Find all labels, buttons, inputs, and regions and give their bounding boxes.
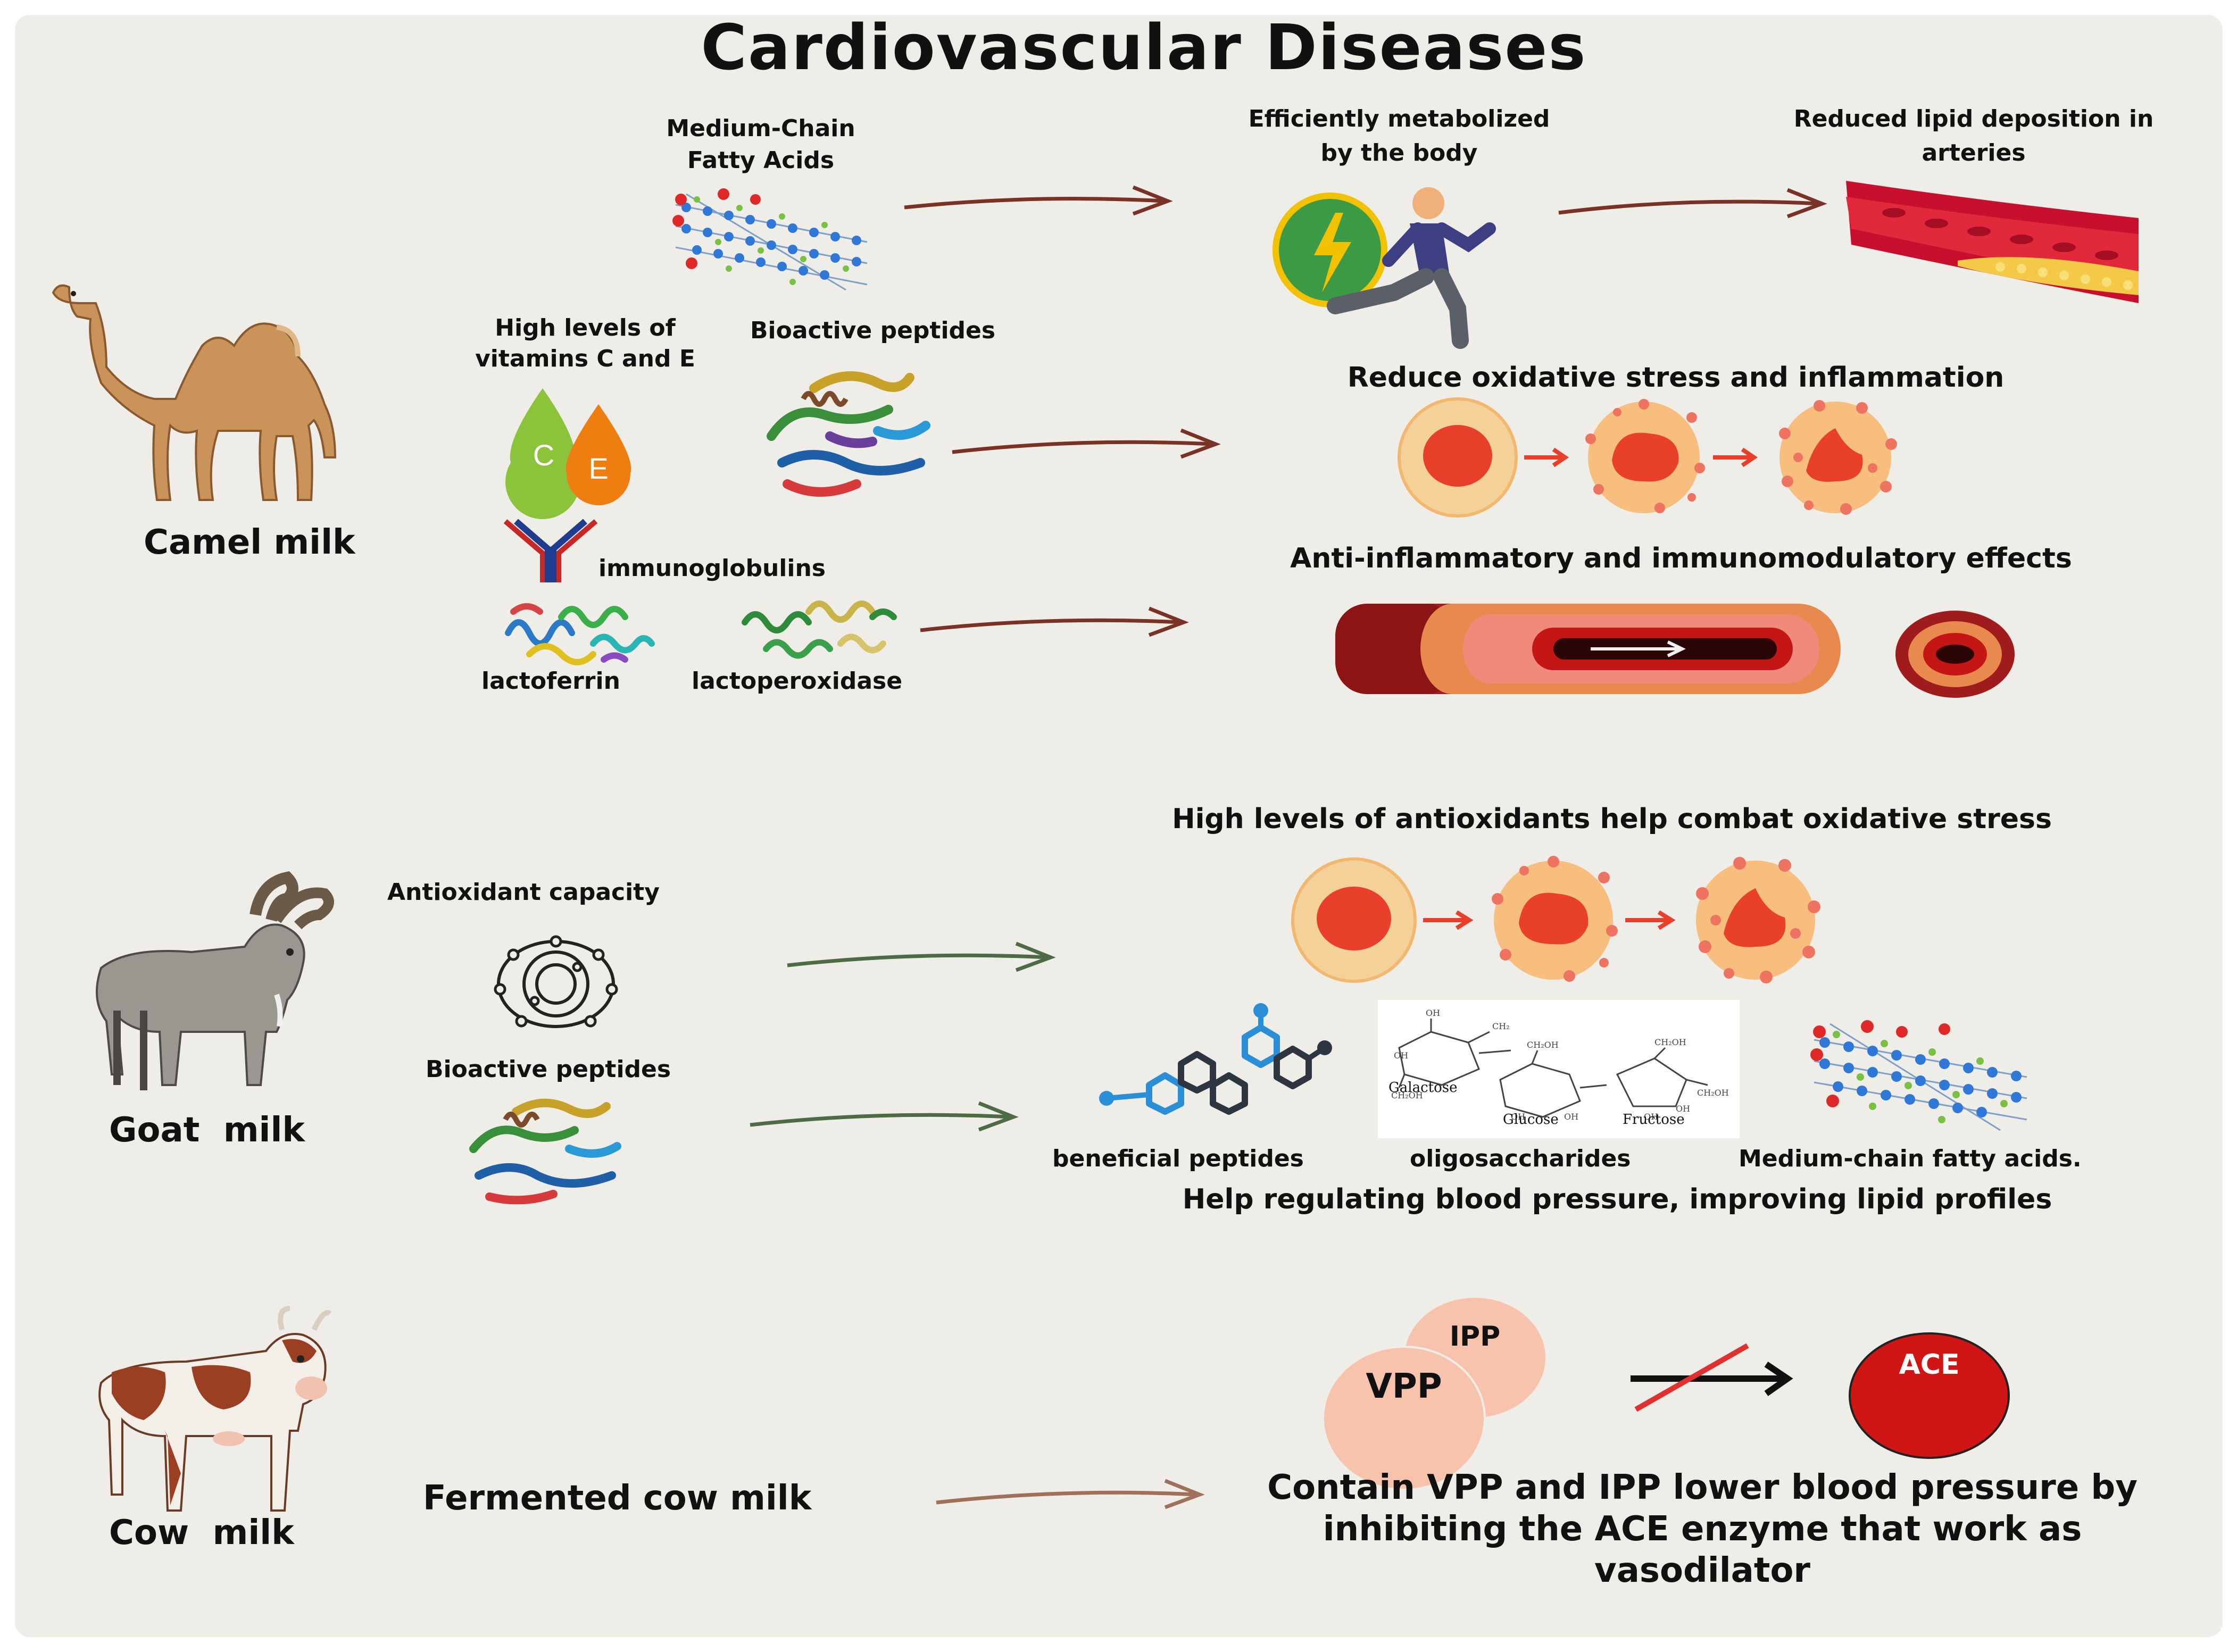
camel-mcfa-label: Medium-Chain Fatty Acids	[612, 113, 910, 177]
lactoferrin-structure-icon	[505, 603, 655, 665]
camel-cell-stress-sequence	[1398, 397, 1897, 518]
vitamin-drops-icon: C E	[505, 388, 631, 520]
svg-text:CH₂OH: CH₂OH	[1391, 1090, 1423, 1100]
healthy-cell-icon	[1398, 397, 1518, 518]
svg-text:CH₂OH: CH₂OH	[1654, 1037, 1686, 1047]
camel-lactoferrin-label: lactoferrin	[481, 668, 620, 695]
damaged-cell-icon	[1779, 400, 1897, 515]
arrow-proteins-to-anti-inflammatory	[920, 606, 1189, 637]
cow-effect-label: Contain VPP and IPP lower blood pressure…	[1218, 1467, 2186, 1591]
goat-milk-label: Goat milk	[109, 1111, 305, 1150]
vpp-peptide-circle	[1322, 1346, 1486, 1491]
vpp-peptide-label: VPP	[1366, 1367, 1442, 1406]
goat-bioactive-peptides-label: Bioactive peptides	[426, 1056, 671, 1083]
goat-icon	[96, 871, 334, 1090]
camel-lipid-label: Reduced lipid deposition in arteries	[1724, 102, 2224, 170]
camel-vitamins-line1: High levels of	[495, 314, 676, 341]
fatty-acid-molecule-icon	[672, 188, 868, 291]
blood-vessel-icon	[1335, 604, 1841, 694]
cow-icon	[98, 1306, 332, 1512]
camel-metabolized-label: Efficiently metabolized by the body	[1170, 102, 1628, 170]
goat-protein-structure-icon	[469, 1098, 621, 1205]
goat-antioxidant-capacity-label: Antioxidant capacity	[387, 879, 660, 906]
oligosaccharide-structure-icon: OH CH₂ CH₂OH CH₂OH CH₂OH CH₂OH OH OH OH OH OH	[1391, 1008, 1729, 1122]
arrow-metabolized-to-lipid	[1558, 188, 1827, 219]
ace-enzyme-circle	[1849, 1332, 2010, 1459]
cow-fermented-label: Fermented cow milk	[423, 1479, 812, 1518]
svg-text:OH: OH	[1394, 1050, 1408, 1061]
camel-metabolized-line1: Efficiently metabolized	[1248, 105, 1550, 132]
sugar-label-fructose: Fructose	[1623, 1112, 1685, 1128]
figure-title: Cardiovascular Diseases	[701, 11, 1587, 84]
camel-metabolized-line2: by the body	[1320, 139, 1478, 166]
cow-effect-line1: Contain VPP and IPP lower blood pressure…	[1267, 1468, 2138, 1507]
figure-background	[15, 15, 2223, 1637]
antioxidant-atom-icon	[494, 935, 618, 1028]
svg-text:CH₂: CH₂	[1492, 1021, 1510, 1031]
cow-effect-line2: inhibiting the ACE enzyme that work as	[1323, 1509, 2082, 1549]
goat-antioxidants-effect-label: High levels of antioxidants help combat …	[1172, 803, 2052, 835]
protein-structure-icon	[767, 371, 930, 497]
camel-mcfa-label-line1: Medium-Chain	[666, 115, 855, 142]
sugar-label-galactose: Galactose	[1388, 1080, 1458, 1096]
arrow-peptides-to-regulating	[750, 1101, 1019, 1132]
ipp-peptide-label: IPP	[1449, 1321, 1501, 1353]
vitamin-c-letter: C	[533, 438, 554, 472]
camel-mcfa-label-line2: Fatty Acids	[687, 147, 835, 174]
vitamin-e-letter: E	[588, 452, 608, 485]
cow-milk-label: Cow milk	[109, 1513, 294, 1553]
camel-immunoglobulins-label: immunoglobulins	[598, 555, 826, 582]
artery-plaque-icon	[1846, 181, 2139, 303]
camel-lipid-line1: Reduced lipid deposition in	[1793, 105, 2154, 132]
ace-enzyme-label: ACE	[1899, 1349, 1960, 1381]
svg-text:CH₂OH: CH₂OH	[1697, 1088, 1729, 1098]
antibody-icon	[503, 519, 598, 582]
camel-bioactive-peptides-label: Bioactive peptides	[750, 317, 996, 344]
goat-healthy-cell-icon	[1291, 857, 1417, 983]
arrow-peptides-to-oxidative	[952, 428, 1221, 459]
lactoperoxidase-structure-icon	[742, 600, 897, 659]
goat-stressed-cell-icon	[1492, 856, 1618, 982]
inhibition-arrow-icon	[1631, 1343, 1793, 1412]
arrow-antioxidant-to-effect	[787, 941, 1056, 972]
camel-anti-inflammatory-label: Anti-inflammatory and immunomodulatory e…	[1290, 543, 2072, 574]
goat-cell-stress-sequence	[1291, 856, 1820, 983]
goat-beneficial-peptides-label: beneficial peptides	[1052, 1145, 1304, 1172]
svg-text:OH: OH	[1644, 1112, 1658, 1122]
camel-lactoperoxidase-label: lactoperoxidase	[692, 668, 903, 695]
camel-icon	[52, 284, 337, 501]
svg-text:OH: OH	[1676, 1104, 1690, 1114]
stressed-cell-icon	[1585, 399, 1705, 513]
svg-text:OH: OH	[1426, 1008, 1440, 1018]
goat-mcfa-label: Medium-chain fatty acids.	[1739, 1145, 2082, 1172]
camel-milk-label: Camel milk	[144, 523, 355, 562]
svg-text:OH: OH	[1564, 1112, 1578, 1122]
camel-vitamins-label: High levels of vitamins C and E	[447, 313, 724, 374]
camel-oxidative-label: Reduce oxidative stress and inflammation	[1347, 362, 2005, 394]
vessel-cross-section-icon	[1895, 611, 2015, 698]
sugar-label-glucose: Glucose	[1503, 1112, 1559, 1128]
arrow-fermented-to-effect	[936, 1479, 1205, 1509]
arrow-mcfa-to-metabolized	[904, 185, 1173, 216]
oligosaccharide-structure-panel: OH CH₂ CH₂OH CH₂OH CH₂OH CH₂OH OH OH OH OH OH G…	[1378, 1000, 1740, 1138]
camel-lipid-line2: arteries	[1922, 139, 2026, 166]
cow-effect-line3: vasodilator	[1594, 1551, 1810, 1590]
svg-text:OH: OH	[1511, 1112, 1525, 1122]
goat-regulating-label: Help regulating blood pressure, improvin…	[1182, 1183, 2052, 1215]
running-person-energy-icon	[1273, 187, 1496, 349]
svg-text:CH₂OH: CH₂OH	[1527, 1040, 1559, 1050]
camel-vitamins-line2: vitamins C and E	[475, 345, 695, 372]
beneficial-peptides-molecule-icon	[1099, 1003, 1332, 1115]
goat-oligosaccharides-label: oligosaccharides	[1410, 1145, 1631, 1172]
goat-damaged-cell-icon	[1696, 857, 1820, 983]
goat-mcfa-molecule-icon	[1810, 1020, 2027, 1131]
